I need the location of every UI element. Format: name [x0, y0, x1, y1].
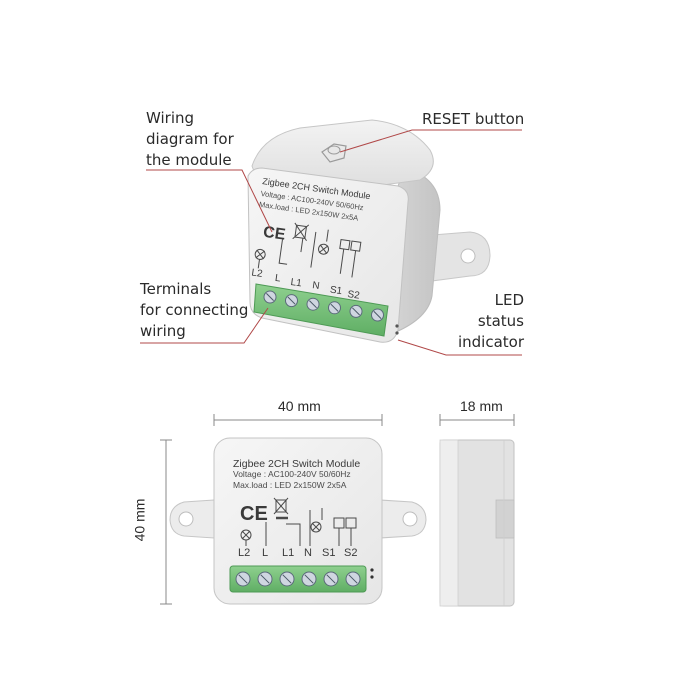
callout-line: indicator — [457, 333, 524, 351]
terminal-screw-slot — [309, 300, 317, 309]
perspective-terminal-label: S1 — [329, 285, 343, 298]
terminal-screw-slot — [352, 307, 360, 316]
front-led-dot — [370, 568, 374, 572]
perspective-terminal-label: N — [312, 280, 321, 292]
callout-line: the module — [146, 151, 232, 169]
front-title-text: Zigbee 2CH Switch Module — [233, 458, 360, 470]
callout-led-indicator: LED status indicator — [440, 290, 524, 353]
perspective-terminal-label: L — [274, 273, 281, 285]
callout-line: RESET button — [422, 110, 525, 128]
front-voltage-text: Voltage : AC100-240V 50/60Hz — [233, 469, 351, 479]
module-perspective-view: Zigbee 2CH Switch Module Voltage : AC100… — [247, 119, 491, 343]
callout-line: for connecting — [140, 301, 249, 319]
terminal-screw-slot — [326, 574, 336, 584]
callout-line: LED — [494, 291, 524, 309]
dimension-depth-label: 18 mm — [460, 398, 503, 414]
front-terminal-label: L1 — [282, 547, 294, 559]
terminal-screw-slot — [238, 574, 248, 584]
perspective-terminal-screws — [263, 290, 384, 322]
perspective-ce-mark: CE — [262, 224, 287, 244]
callout-line: wiring — [140, 322, 186, 340]
callout-leader-lines — [140, 129, 522, 356]
terminal-screw-slot — [348, 574, 358, 584]
callout-line: Terminals — [140, 280, 212, 298]
callout-line: status — [477, 312, 524, 330]
led-indicator-dot — [395, 331, 399, 335]
front-ce-mark: CE — [240, 503, 268, 525]
terminal-screw-slot — [330, 303, 339, 312]
dimension-lines — [160, 414, 515, 605]
terminal-screw-slot — [287, 296, 296, 305]
front-terminal-label: S2 — [344, 547, 357, 559]
callout-reset-button: RESET button — [422, 109, 524, 130]
dimension-height-label: 40 mm — [131, 498, 148, 542]
module-side-view — [439, 439, 515, 607]
weee-bin-icon — [292, 222, 310, 242]
terminal-screw-slot — [304, 574, 314, 584]
terminal-screw-slot — [373, 311, 382, 319]
front-led-dot — [370, 575, 374, 579]
perspective-terminal-label: L2 — [251, 267, 264, 280]
front-wiring-schematic — [240, 497, 357, 546]
perspective-terminal-label: S2 — [347, 289, 361, 302]
perspective-terminal-label: L1 — [290, 277, 303, 290]
callout-terminals: Terminals for connecting wiring — [140, 279, 248, 342]
front-terminal-label: S1 — [322, 547, 335, 559]
module-front-view: Zigbee 2CH Switch Module Voltage : AC100… — [169, 437, 427, 605]
front-terminal-screws — [235, 571, 361, 587]
led-indicator-dot — [395, 324, 399, 328]
terminal-screw-slot — [282, 574, 292, 584]
callout-wiring-diagram: Wiring diagram for the module — [146, 108, 234, 171]
terminal-screw-slot — [260, 574, 270, 584]
wiring-schematic — [254, 229, 362, 278]
callout-line: Wiring — [146, 109, 195, 127]
front-maxload-text: Max.load : LED 2x150W 2x5A — [233, 480, 347, 490]
callout-line: diagram for — [146, 130, 234, 148]
front-terminal-label: N — [304, 547, 312, 559]
front-terminal-label: L — [262, 547, 268, 559]
terminal-screw-slot — [266, 293, 274, 301]
dimension-width-label: 40 mm — [278, 398, 321, 414]
front-terminal-label: L2 — [238, 547, 250, 559]
